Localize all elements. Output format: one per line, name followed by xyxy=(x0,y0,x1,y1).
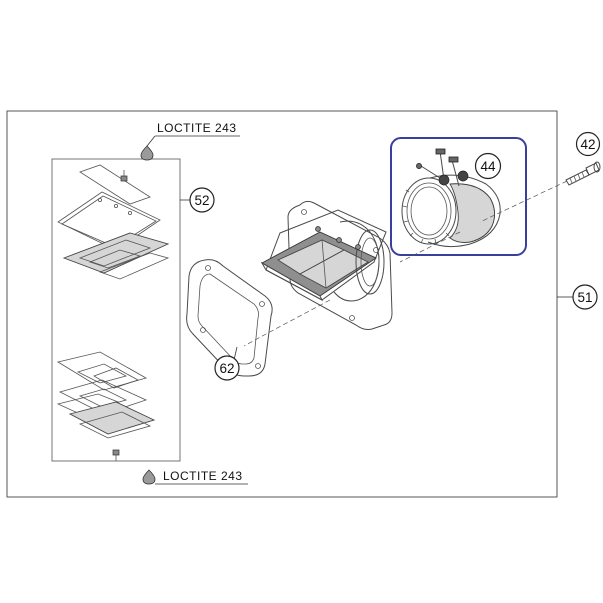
callout-51: 51 xyxy=(572,284,598,310)
loctite-label-bottom: LOCTITE 243 xyxy=(163,469,243,483)
hose-clamp xyxy=(401,148,501,248)
svg-text:62: 62 xyxy=(219,361,234,376)
reed-petal-lower xyxy=(56,351,156,439)
callout-42: 42 xyxy=(575,131,601,157)
svg-text:44: 44 xyxy=(480,159,496,174)
callout-62: 62 xyxy=(214,355,240,381)
reed-block-manifold xyxy=(260,200,393,330)
assembly-axis xyxy=(243,180,568,347)
clamp-screw-1 xyxy=(435,148,450,186)
svg-text:51: 51 xyxy=(577,290,592,305)
callout-44: 44 xyxy=(474,152,502,180)
loctite-top-leader xyxy=(146,135,156,147)
reed-petal-upper xyxy=(57,164,170,280)
callout-52: 52 xyxy=(189,187,215,213)
assembly-frame xyxy=(6,110,558,498)
gasket-62-leader xyxy=(233,346,238,361)
screw-upper xyxy=(120,170,128,182)
svg-text:42: 42 xyxy=(580,137,595,152)
screw-lower xyxy=(112,449,120,461)
loctite-drop-bottom-icon xyxy=(142,469,156,485)
loctite-drop-top-icon xyxy=(140,145,154,161)
clamp-screw-2 xyxy=(448,156,469,187)
bolt xyxy=(565,161,601,186)
clamp-highlight-box xyxy=(390,137,527,256)
clamp-screw-3 xyxy=(416,163,441,179)
svg-text:52: 52 xyxy=(194,193,209,208)
loctite-label-top: LOCTITE 243 xyxy=(157,121,237,135)
